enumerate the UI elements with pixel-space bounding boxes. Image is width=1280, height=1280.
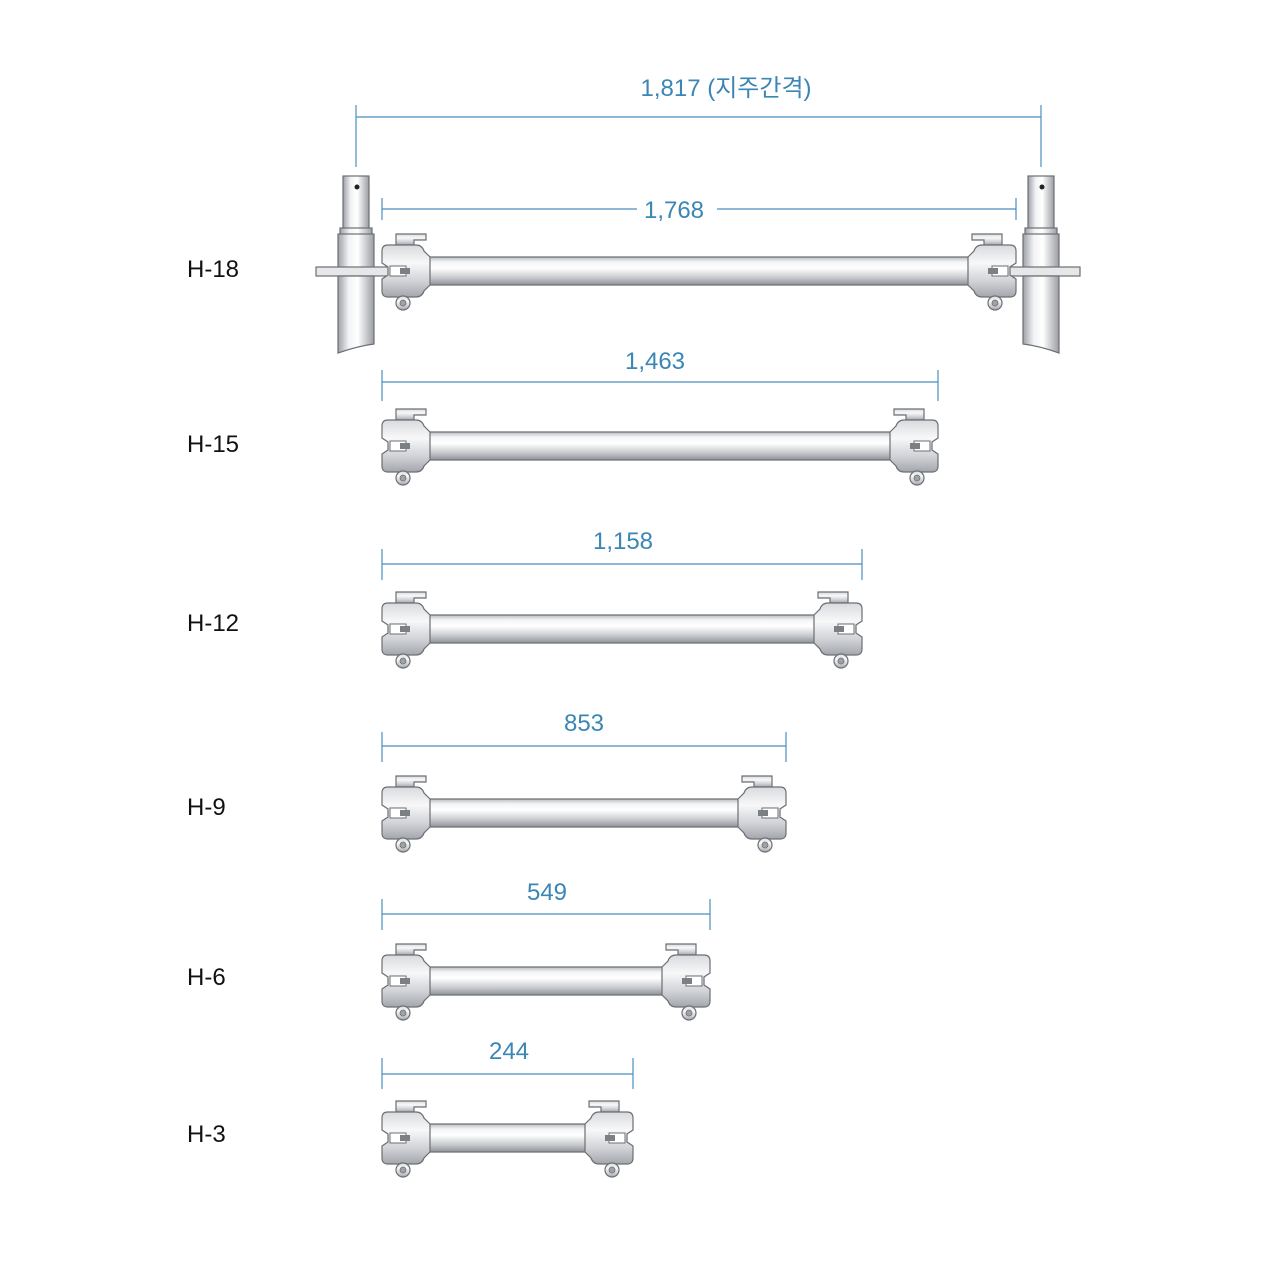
dimension: 1,768 bbox=[381, 197, 1017, 224]
ledger-h12: H-12 1,158 bbox=[187, 528, 863, 669]
dimension-label: 549 bbox=[527, 879, 567, 906]
dimension: 549 bbox=[381, 879, 711, 930]
posts-dimension-label: 1,817 (지주간격) bbox=[640, 75, 811, 102]
dimension-label: 1,768 bbox=[644, 197, 704, 224]
right-coupler bbox=[967, 233, 1017, 311]
dimension-label: 1,463 bbox=[625, 348, 685, 375]
ledger-label: H-3 bbox=[187, 1121, 226, 1148]
ledger-bar bbox=[381, 1100, 634, 1178]
right-coupler bbox=[813, 591, 863, 669]
ledger-bar bbox=[381, 775, 787, 853]
ledger-h6: H-6 549 bbox=[187, 879, 711, 1021]
right-post bbox=[1001, 175, 1081, 354]
dimension: 1,158 bbox=[381, 528, 863, 580]
left-coupler bbox=[381, 775, 431, 853]
dimension-label: 1,158 bbox=[593, 528, 653, 555]
ledger-h15: H-15 1,463 bbox=[187, 348, 939, 486]
ledger-tube bbox=[421, 966, 671, 996]
left-coupler bbox=[381, 1100, 431, 1178]
ledger-bar bbox=[381, 408, 939, 486]
ledger-label: H-12 bbox=[187, 610, 239, 637]
right-coupler bbox=[661, 943, 711, 1021]
dimension: 1,463 bbox=[381, 348, 939, 401]
ledger-tube bbox=[421, 614, 823, 644]
ledger-bar bbox=[381, 233, 1017, 311]
right-coupler bbox=[584, 1100, 634, 1178]
left-coupler bbox=[381, 591, 431, 669]
dimension-label: 244 bbox=[489, 1038, 529, 1065]
left-coupler bbox=[381, 943, 431, 1021]
ledger-label: H-6 bbox=[187, 964, 226, 991]
ledger-label: H-18 bbox=[187, 256, 239, 283]
ledger-tube bbox=[421, 431, 899, 461]
ledger-h18: H-18 1,768 bbox=[187, 197, 1017, 311]
posts-dimension: 1,817 (지주간격) bbox=[355, 75, 1042, 167]
ledger-tube bbox=[421, 1123, 594, 1153]
ledger-bar bbox=[381, 591, 863, 669]
ledger-tube bbox=[421, 256, 977, 286]
right-coupler bbox=[889, 408, 939, 486]
right-coupler bbox=[737, 775, 787, 853]
ledger-label: H-9 bbox=[187, 794, 226, 821]
ledger-h9: H-9 853 bbox=[187, 710, 787, 853]
ledger-h3: H-3 244 bbox=[187, 1038, 634, 1178]
left-coupler bbox=[381, 408, 431, 486]
dimension-label: 853 bbox=[564, 710, 604, 737]
dimension: 244 bbox=[381, 1038, 634, 1089]
ledger-label: H-15 bbox=[187, 431, 239, 458]
left-post bbox=[315, 175, 395, 354]
ledger-tube bbox=[421, 798, 747, 828]
left-coupler bbox=[381, 233, 431, 311]
dimension: 853 bbox=[381, 710, 787, 762]
ledger-bar bbox=[381, 943, 711, 1021]
